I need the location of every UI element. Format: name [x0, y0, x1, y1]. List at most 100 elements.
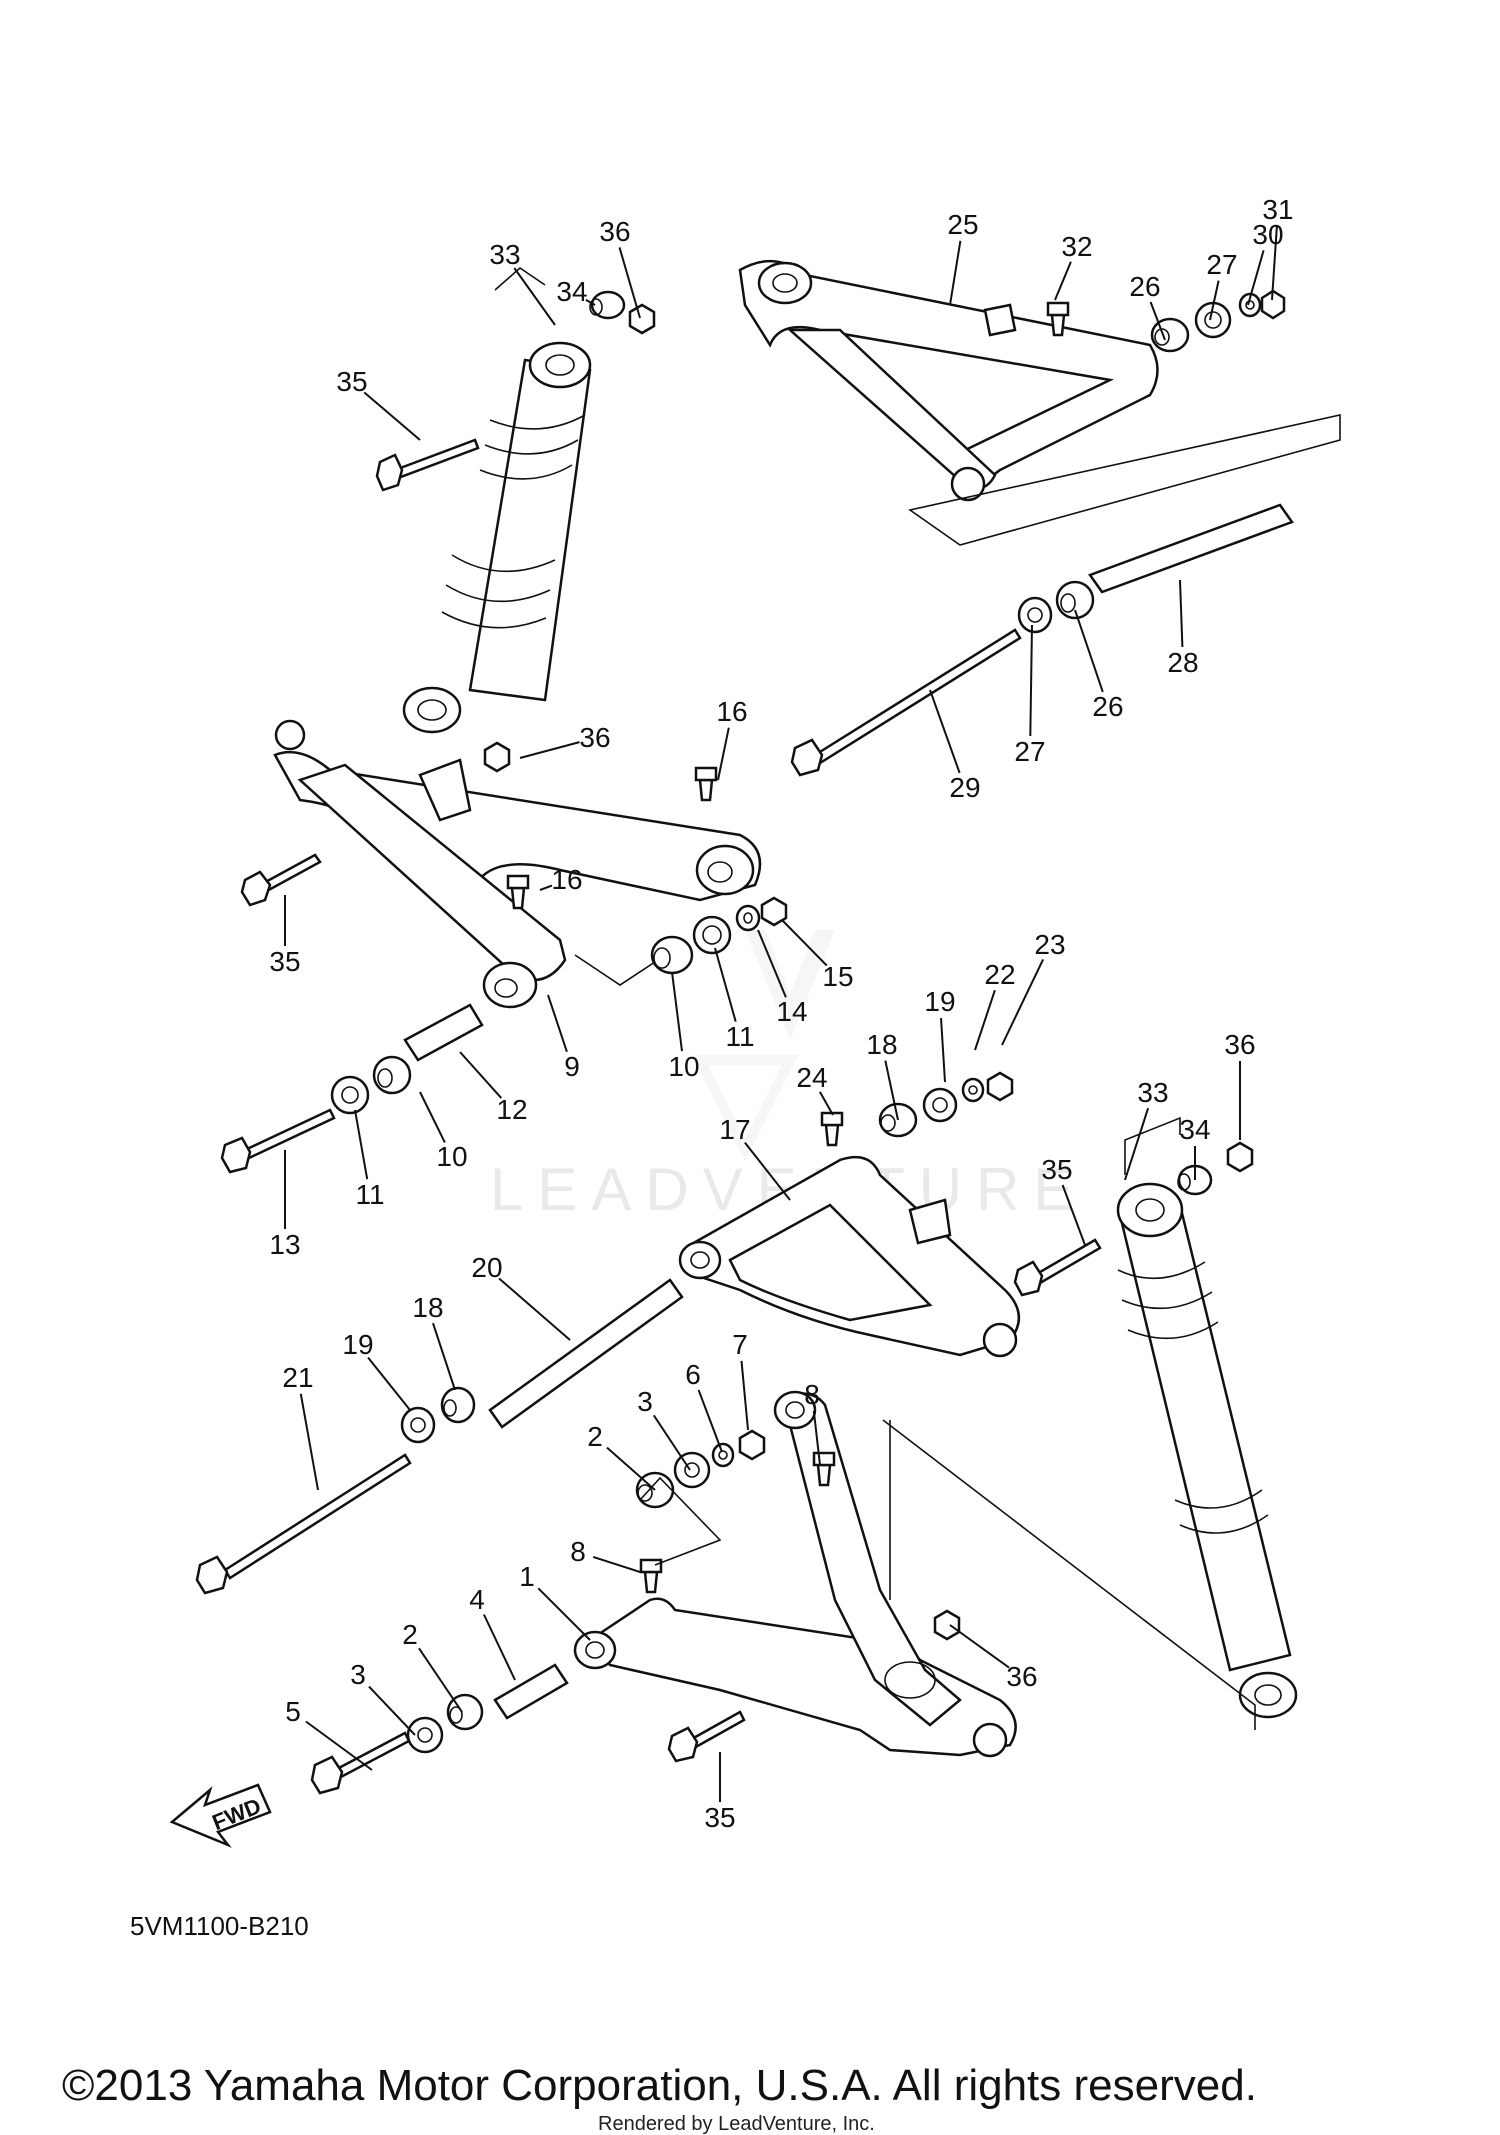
washer-6 — [711, 1442, 735, 1468]
callout-leader-c22 — [974, 989, 996, 1051]
collar-20 — [488, 1278, 684, 1429]
callout-number-c12: 12 — [496, 1094, 527, 1125]
upper-left-a-arm — [273, 719, 762, 1009]
callout-number-c25: 25 — [947, 209, 978, 240]
oil-seal-11b — [330, 1075, 370, 1115]
grease-nipple-32 — [1046, 301, 1070, 337]
callout-number-c16a: 16 — [716, 696, 747, 727]
callout-number-c11a: 11 — [725, 1021, 754, 1052]
bolt-35d — [667, 1710, 746, 1763]
callout-number-c17: 17 — [719, 1114, 750, 1145]
callout-number-c32: 32 — [1061, 231, 1092, 262]
callout-number-c27a: 27 — [1206, 249, 1237, 280]
callout-leader-c29 — [929, 689, 961, 774]
callout-number-c9: 9 — [564, 1051, 580, 1082]
callout-leader-c18a — [884, 1060, 899, 1121]
callout-number-c34b: 34 — [1179, 1114, 1210, 1145]
callout-leader-c4 — [482, 1614, 516, 1681]
oil-seal-11a — [692, 915, 732, 955]
callout-leader-c26a — [1149, 301, 1166, 341]
nut-36c — [1226, 1141, 1254, 1173]
callout-leader-c26b — [1074, 609, 1104, 693]
callout-leader-c21 — [299, 1393, 319, 1491]
grease-nipple-8b — [639, 1558, 663, 1594]
callout-leader-c8a — [812, 1410, 821, 1466]
callout-leader-c27b — [1029, 624, 1033, 737]
nut-7 — [738, 1429, 766, 1461]
oil-seal-19a — [922, 1087, 958, 1123]
washer-22 — [961, 1077, 985, 1103]
callout-leader-c9 — [547, 994, 568, 1053]
bolt-29 — [790, 628, 1022, 777]
rendered-by-credit: Rendered by LeadVenture, Inc. — [598, 2113, 875, 2135]
callout-number-c33a: 33 — [489, 239, 520, 270]
callout-number-c13: 13 — [269, 1229, 300, 1260]
forward-direction-arrow: FWD — [169, 1783, 272, 1848]
collar-28 — [1088, 503, 1294, 594]
callout-leader-c6 — [697, 1389, 723, 1453]
collar-4 — [493, 1663, 569, 1720]
callout-number-c10a: 10 — [668, 1051, 699, 1082]
upper-right-arm-bracket-line — [908, 414, 1341, 546]
callout-leader-c3b — [368, 1685, 416, 1736]
callout-number-c19a: 19 — [924, 986, 955, 1017]
callout-leader-c33a — [513, 267, 556, 326]
callout-number-c3b: 3 — [350, 1659, 366, 1690]
callout-number-c34a: 34 — [556, 276, 587, 307]
diagram-code: 5VM1100-B210 — [130, 1911, 309, 1941]
callout-number-c2a: 2 — [587, 1421, 603, 1452]
callout-leader-c14 — [757, 929, 787, 998]
callout-leader-c10a — [671, 971, 683, 1052]
callout-number-c27b: 27 — [1014, 736, 1045, 767]
callout-leader-c11b — [354, 1109, 369, 1180]
callout-number-c10b: 10 — [436, 1141, 467, 1172]
callout-number-c7: 7 — [732, 1329, 748, 1360]
callout-number-c16b: 16 — [551, 864, 582, 895]
callout-leader-c10b — [419, 1091, 446, 1144]
lower-arm-shock-line — [882, 1419, 1256, 1730]
watermark-logo — [691, 930, 835, 1162]
assembly-bracket-line — [574, 954, 656, 986]
callout-number-c1: 1 — [519, 1561, 535, 1592]
callout-leader-c30 — [1247, 250, 1265, 306]
callout-leader-c35c — [1061, 1184, 1086, 1246]
callout-leader-c18b — [432, 1322, 456, 1391]
callout-number-c2b: 2 — [402, 1619, 418, 1650]
callout-leader-c34a — [585, 299, 596, 306]
nut-36d — [933, 1609, 961, 1641]
callout-leader-c25 — [949, 240, 962, 306]
oil-seal-3b — [406, 1716, 444, 1754]
nut-15 — [760, 896, 788, 927]
lower-left-a-arm — [573, 1390, 1017, 1758]
callout-leader-c27a — [1209, 280, 1220, 321]
callout-leader-c36d — [949, 1624, 1010, 1669]
oil-seal-27a — [1194, 301, 1232, 339]
grease-nipple-16a — [694, 766, 718, 802]
bolt-35a — [375, 438, 480, 492]
callout-leader-c23 — [1001, 958, 1045, 1046]
callout-number-c36a: 36 — [599, 216, 630, 247]
callout-number-c36b: 36 — [579, 722, 610, 753]
callout-leader-c16a — [717, 727, 730, 781]
callout-number-c33b: 33 — [1137, 1077, 1168, 1108]
shock-bracket-line-a — [494, 266, 546, 291]
callout-number-c15: 15 — [822, 961, 853, 992]
callout-number-c23: 23 — [1034, 929, 1065, 960]
copyright-notice: ©2013 Yamaha Motor Corporation, U.S.A. A… — [62, 2061, 1257, 2110]
callout-number-c35c: 35 — [1041, 1154, 1072, 1185]
upper-left-shock-absorber — [402, 341, 592, 734]
callout-number-c24: 24 — [796, 1062, 827, 1093]
callout-leader-c31 — [1271, 225, 1278, 301]
callout-number-c26a: 26 — [1129, 271, 1160, 302]
callout-number-c31: 31 — [1262, 194, 1293, 225]
callout-leader-c16b — [539, 884, 553, 891]
callout-leader-c11a — [714, 947, 737, 1022]
callout-number-c26b: 26 — [1092, 691, 1123, 722]
callout-number-c35b: 35 — [269, 946, 300, 977]
callout-number-c4: 4 — [469, 1584, 485, 1615]
callout-number-c8b: 8 — [570, 1536, 586, 1567]
callout-leader-c7 — [740, 1360, 749, 1431]
grease-nipple-16b — [506, 874, 530, 910]
bolt-21 — [195, 1453, 412, 1595]
